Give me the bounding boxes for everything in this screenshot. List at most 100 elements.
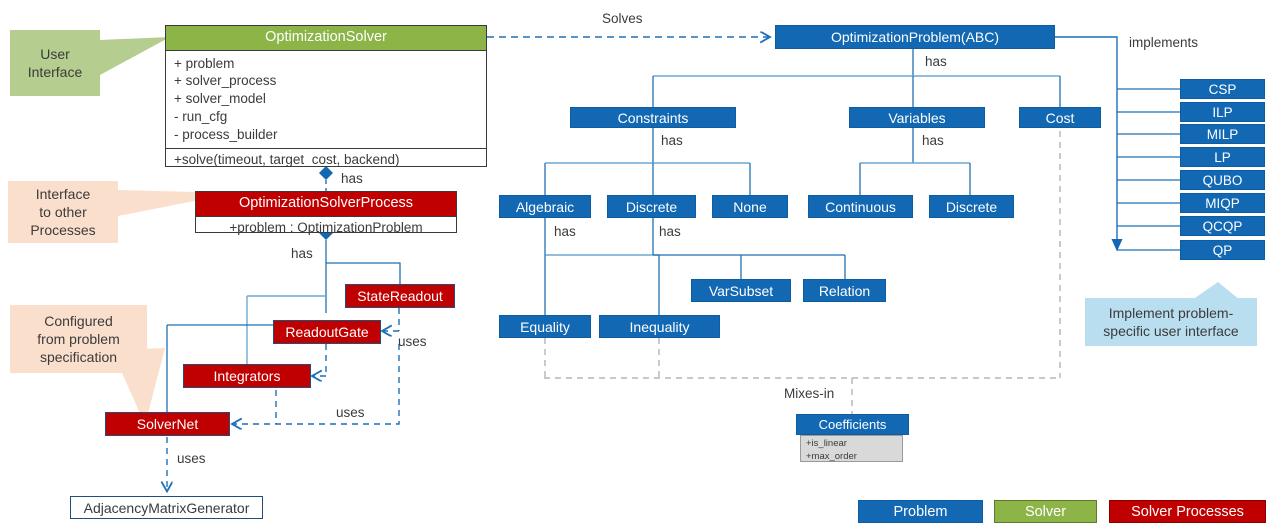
node-problem-type-ilp[interactable]: ILP — [1180, 102, 1265, 122]
node-problem-type-milp[interactable]: MILP — [1180, 124, 1265, 144]
node-optimization-problem-abc[interactable]: OptimizationProblem(ABC) — [775, 25, 1055, 49]
edge-label-solves: Solves — [602, 11, 643, 26]
edge-label-uses-integrators: uses — [336, 405, 365, 420]
node-inequality[interactable]: Inequality — [599, 315, 720, 338]
node-problem-type-qcqp[interactable]: QCQP — [1180, 216, 1265, 236]
attribute-row: +is_linear — [806, 438, 847, 449]
callout-implement-problem-specific-ui: Implement problem- specific user interfa… — [1085, 298, 1257, 346]
edge-label-has-algebraic: has — [554, 224, 576, 239]
node-solver-net-label: SolverNet — [136, 416, 199, 432]
node-continuous-label: Continuous — [825, 198, 896, 215]
callout-configured-line1: Configured — [44, 312, 113, 329]
edge-label-implements: implements — [1129, 35, 1199, 50]
node-readout-gate-label: ReadoutGate — [285, 324, 369, 340]
node-constraints[interactable]: Constraints — [570, 107, 736, 128]
node-variables[interactable]: Variables — [849, 107, 985, 128]
class-optimization-solver[interactable]: OptimizationSolver + problem + solver_pr… — [165, 25, 487, 167]
legend-item-problem: Problem — [858, 500, 983, 523]
node-state-readout-label: StateReadout — [357, 288, 443, 304]
node-var-subset[interactable]: VarSubset — [691, 279, 791, 302]
legend-item-problem-label: Problem — [893, 503, 948, 520]
callout-implement-ui-line2: specific user interface — [1103, 323, 1239, 339]
node-problem-type-miqp[interactable]: MIQP — [1180, 193, 1265, 213]
attribute-row: - run_cfg — [174, 109, 228, 124]
edge-label-has-variables: has — [922, 133, 944, 148]
class-optimization-solver-process-attribute: +problem : OptimizationProblem — [229, 219, 423, 235]
node-integrators-label: Integrators — [213, 368, 281, 384]
node-algebraic-label: Algebraic — [515, 198, 575, 215]
attribute-row: + problem — [174, 55, 235, 71]
callout-configured-line3: specification — [39, 349, 118, 366]
node-algebraic[interactable]: Algebraic — [499, 195, 591, 218]
node-continuous[interactable]: Continuous — [808, 195, 913, 218]
node-none-label: None — [733, 198, 767, 215]
edge-label-has-process-children: has — [291, 246, 313, 261]
node-variable-discrete-label: Discrete — [945, 198, 998, 215]
legend-item-solver: Solver — [994, 500, 1097, 523]
node-relation-label: Relation — [818, 282, 871, 299]
node-readout-gate[interactable]: ReadoutGate — [273, 320, 381, 344]
edge-label-has-discrete: has — [659, 224, 681, 239]
node-problem-type-lp[interactable]: LP — [1180, 147, 1265, 167]
attribute-row: +max_order — [806, 450, 857, 462]
edge-label-has-constraints: has — [661, 133, 683, 148]
callout-interface-processes-line3: Processes — [30, 222, 96, 239]
edge-label-has-root: has — [925, 54, 947, 69]
node-variables-label: Variables — [888, 109, 946, 126]
class-optimization-solver-method: +solve(timeout, target_cost, backend) — [166, 147, 486, 170]
node-problem-type-lp-label: LP — [1214, 149, 1231, 165]
edge-label-uses-state-readout: uses — [398, 334, 427, 349]
attribute-row: + solver_model — [174, 91, 266, 107]
node-problem-type-miqp-label: MIQP — [1205, 195, 1240, 211]
legend-item-solver-processes: Solver Processes — [1109, 500, 1266, 523]
node-solver-net[interactable]: SolverNet — [105, 412, 230, 436]
class-optimization-solver-title: OptimizationSolver — [166, 26, 486, 51]
node-relation[interactable]: Relation — [803, 279, 886, 302]
node-constraint-discrete-label: Discrete — [625, 198, 678, 215]
callout-configured-line2: from problem — [37, 330, 120, 347]
class-coefficients-title: Coefficients — [818, 417, 887, 432]
callout-user-interface-line1: User — [40, 45, 70, 62]
node-cost[interactable]: Cost — [1019, 107, 1101, 128]
legend-item-solver-processes-label: Solver Processes — [1131, 503, 1244, 520]
attribute-row: + solver_process — [174, 73, 277, 89]
node-state-readout[interactable]: StateReadout — [345, 284, 455, 308]
attribute-row: - process_builder — [174, 126, 278, 142]
node-problem-type-qp[interactable]: QP — [1180, 240, 1265, 260]
node-problem-type-csp[interactable]: CSP — [1180, 79, 1265, 99]
node-cost-label: Cost — [1045, 109, 1075, 126]
callout-interface-processes-line1: Interface — [35, 185, 91, 202]
edge-label-has-solver-process: has — [341, 171, 363, 186]
class-optimization-solver-process[interactable]: OptimizationSolverProcess +problem : Opt… — [195, 191, 457, 235]
class-coefficients-header[interactable]: Coefficients — [796, 414, 909, 435]
edge-label-uses-adjacency: uses — [177, 451, 206, 466]
node-constraints-label: Constraints — [617, 109, 689, 126]
node-equality[interactable]: Equality — [499, 315, 591, 338]
node-constraint-discrete[interactable]: Discrete — [607, 195, 696, 218]
node-inequality-label: Inequality — [629, 318, 690, 335]
class-optimization-solver-process-title: OptimizationSolverProcess — [196, 192, 456, 217]
edge-label-mixes-in: Mixes-in — [784, 386, 835, 401]
callout-user-interface-line2: Interface — [27, 64, 83, 80]
class-optimization-solver-attributes: + problem + solver_process + solver_mode… — [166, 51, 486, 148]
node-var-subset-label: VarSubset — [708, 282, 774, 299]
node-adjacency-matrix-generator-label: AdjacencyMatrixGenerator — [83, 499, 250, 516]
node-problem-type-csp-label: CSP — [1208, 81, 1237, 97]
node-problem-type-ilp-label: ILP — [1212, 104, 1233, 120]
node-problem-type-qp-label: QP — [1212, 242, 1233, 258]
node-adjacency-matrix-generator[interactable]: AdjacencyMatrixGenerator — [70, 496, 263, 519]
node-problem-type-qubo-label: QUBO — [1202, 172, 1243, 188]
node-integrators[interactable]: Integrators — [183, 364, 311, 388]
node-none[interactable]: None — [712, 195, 788, 218]
callout-interface-processes: Interface to other Processes — [8, 181, 118, 243]
callout-implement-ui-line1: Implement problem- — [1108, 304, 1234, 321]
node-problem-type-qcqp-label: QCQP — [1202, 218, 1243, 234]
node-problem-type-milp-label: MILP — [1206, 126, 1239, 142]
node-variable-discrete[interactable]: Discrete — [929, 195, 1014, 218]
callout-interface-processes-line2: to other — [39, 203, 87, 220]
node-problem-type-qubo[interactable]: QUBO — [1180, 170, 1265, 190]
callout-configured-from-problem-spec: Configured from problem specification — [10, 305, 147, 373]
node-equality-label: Equality — [520, 318, 570, 335]
class-coefficients-attributes: +is_linear +max_order — [800, 435, 903, 462]
